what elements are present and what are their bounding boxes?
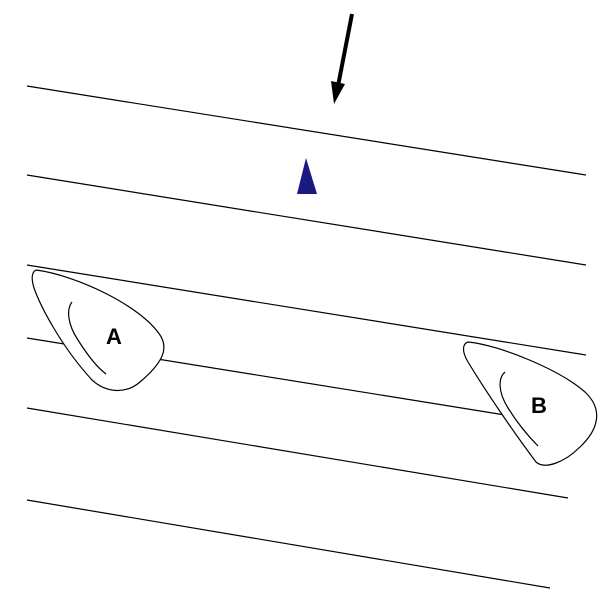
boat-b-sail [499,371,539,447]
arrow-down-icon [331,13,354,104]
triangle-mark-icon [297,158,317,194]
line-6 [26,499,551,589]
line-2 [26,174,587,266]
boat-b-hull [462,341,598,466]
boat-b: B [462,341,598,466]
boat-b-label: B [531,393,547,418]
line-3 [26,264,587,356]
line-5 [26,407,569,499]
boat-a: A [31,269,165,391]
boat-a-hull [31,269,165,391]
boat-a-sail [68,301,107,375]
boat-a-label: A [106,324,122,349]
line-1 [26,85,587,176]
